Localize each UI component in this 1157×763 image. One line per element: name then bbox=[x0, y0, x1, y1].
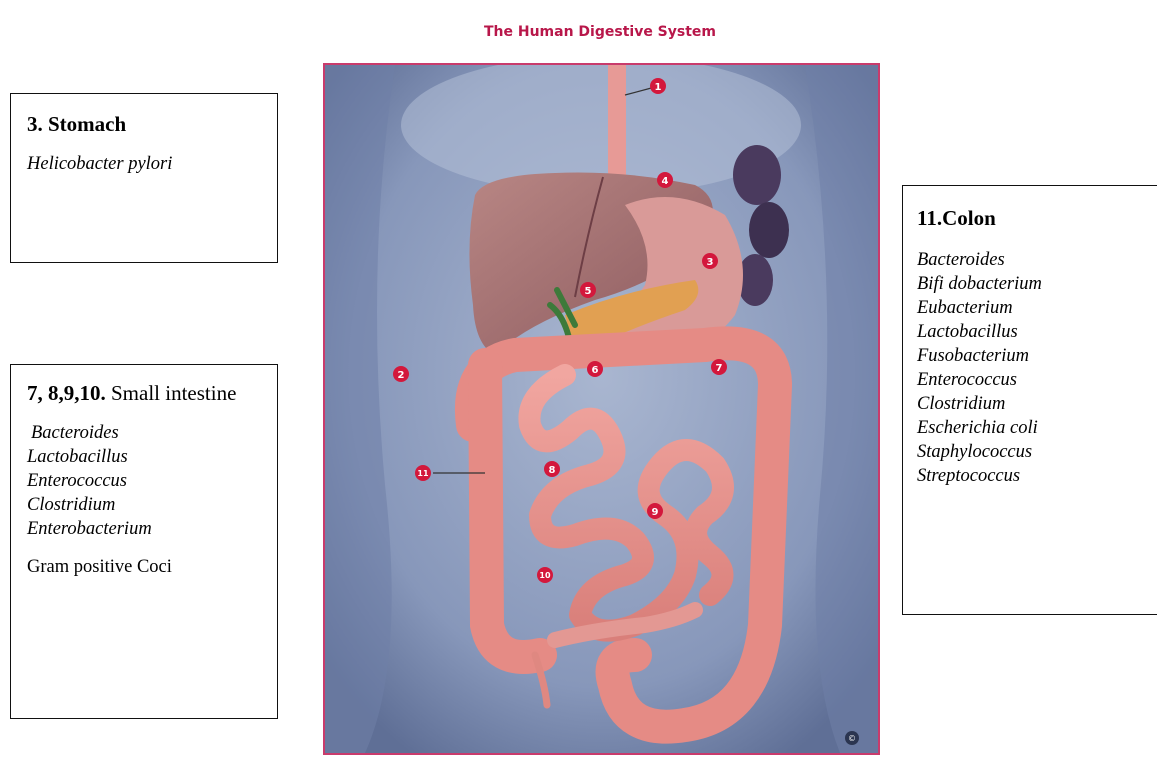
publisher-logo-icon: © bbox=[845, 731, 859, 745]
marker-7: 7 bbox=[711, 359, 727, 375]
svg-text:7: 7 bbox=[716, 363, 723, 374]
marker-2: 2 bbox=[393, 366, 409, 382]
anatomy-illustration: 1 2 3 4 5 6 7 8 9 10 11 © bbox=[325, 65, 878, 753]
marker-8: 8 bbox=[544, 461, 560, 477]
stomach-organism: Helicobacter pylori bbox=[27, 152, 277, 176]
marker-11: 11 bbox=[415, 465, 431, 481]
svg-text:8: 8 bbox=[549, 465, 556, 476]
small-organism-3: Enterococcus bbox=[27, 469, 269, 493]
small-organism-4: Clostridium bbox=[27, 493, 269, 517]
small-intestine-callout: 7, 8,9,10. Small intestine Bacteroides L… bbox=[10, 364, 278, 719]
svg-text:3: 3 bbox=[707, 257, 714, 268]
colon-organism-6: Enterococcus bbox=[917, 368, 1157, 392]
colon-organism-9: Staphylococcus bbox=[917, 440, 1157, 464]
marker-1: 1 bbox=[650, 78, 666, 94]
svg-text:5: 5 bbox=[585, 286, 592, 297]
stomach-heading: 3. Stomach bbox=[27, 110, 277, 138]
colon-organism-4: Lactobacillus bbox=[917, 320, 1157, 344]
small-intestine-note: Gram positive Coci bbox=[27, 555, 269, 579]
digestive-system-figure: The Human Digestive System bbox=[305, 8, 895, 760]
marker-9: 9 bbox=[647, 503, 663, 519]
colon-organism-10: Streptococcus bbox=[917, 464, 1157, 488]
svg-text:9: 9 bbox=[652, 507, 659, 518]
figure-title: The Human Digestive System bbox=[305, 24, 895, 40]
small-organism-5: Enterobacterium bbox=[27, 517, 269, 541]
svg-text:2: 2 bbox=[398, 370, 405, 381]
colon-heading: 11.Colon bbox=[917, 204, 1157, 232]
svg-text:4: 4 bbox=[662, 176, 669, 187]
svg-text:10: 10 bbox=[539, 571, 551, 580]
small-organism-1: Bacteroides bbox=[31, 421, 269, 445]
marker-4: 4 bbox=[657, 172, 673, 188]
colon-organism-3: Eubacterium bbox=[917, 296, 1157, 320]
colon-organism-2: Bifi dobacterium bbox=[917, 272, 1157, 296]
marker-10: 10 bbox=[537, 567, 553, 583]
marker-3: 3 bbox=[702, 253, 718, 269]
stomach-callout: 3. Stomach Helicobacter pylori bbox=[10, 93, 278, 263]
marker-5: 5 bbox=[580, 282, 596, 298]
colon-callout: 11.Colon Bacteroides Bifi dobacterium Eu… bbox=[902, 185, 1157, 615]
colon-organism-1: Bacteroides bbox=[917, 248, 1157, 272]
colon-organism-7: Clostridium bbox=[917, 392, 1157, 416]
spleen-lobe bbox=[749, 202, 789, 258]
small-intestine-heading: 7, 8,9,10. Small intestine bbox=[27, 379, 269, 407]
marker-6: 6 bbox=[587, 361, 603, 377]
small-organism-2: Lactobacillus bbox=[27, 445, 269, 469]
svg-text:©: © bbox=[848, 734, 856, 743]
svg-text:1: 1 bbox=[655, 82, 662, 93]
colon-organism-5: Fusobacterium bbox=[917, 344, 1157, 368]
colon-organism-8: Escherichia coli bbox=[917, 416, 1157, 440]
svg-text:6: 6 bbox=[592, 365, 599, 376]
spleen bbox=[733, 145, 781, 205]
svg-text:11: 11 bbox=[417, 469, 429, 478]
figure-frame: 1 2 3 4 5 6 7 8 9 10 11 © bbox=[323, 63, 880, 755]
